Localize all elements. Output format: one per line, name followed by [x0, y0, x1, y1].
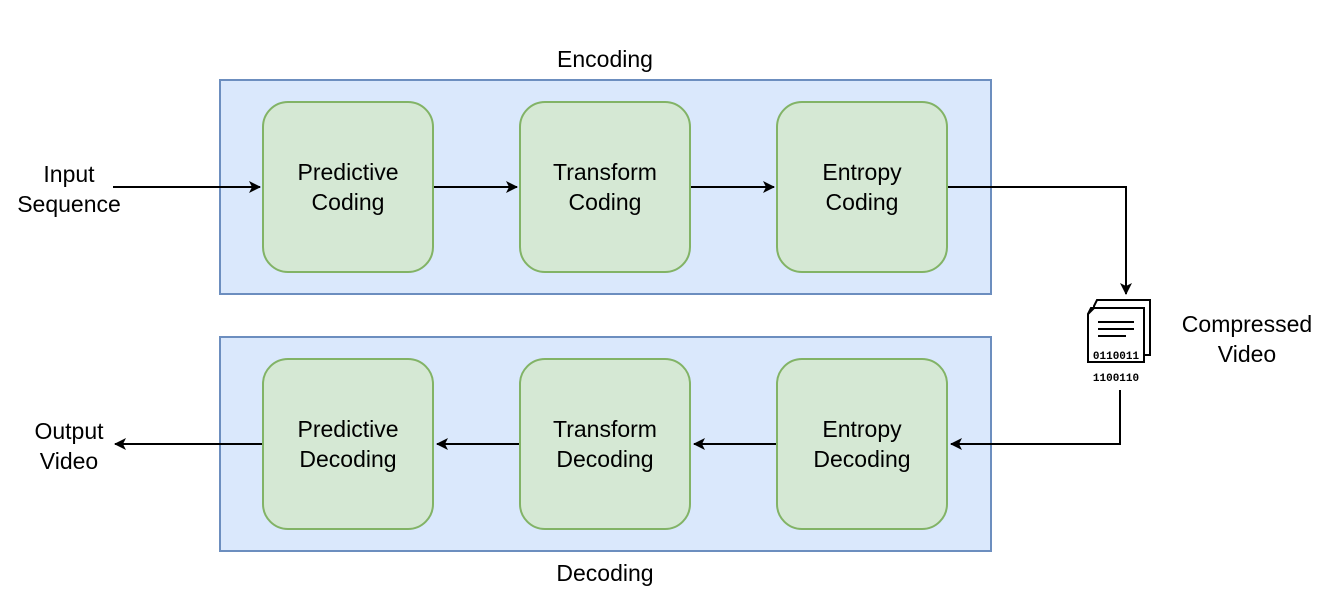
block-label-line1: Transform — [553, 416, 657, 442]
arrow-compressed-to-entropy-decoding — [950, 390, 1121, 450]
block-label-line2: Decoding — [556, 446, 654, 472]
block-label-line1: Entropy — [822, 159, 902, 185]
input-sequence-label: Input Sequence — [4, 159, 134, 219]
block-label-line1: Predictive — [297, 416, 399, 442]
block-label-line2: Coding — [825, 189, 899, 215]
decoding-title: Decoding — [556, 560, 654, 586]
block-label-line1: Entropy — [822, 416, 902, 442]
block-label-line2: Decoding — [299, 446, 397, 472]
bits-line-1: 0110011 — [1093, 351, 1140, 363]
compressed-file-icon: 0110011 1100110 — [1087, 299, 1151, 385]
encoding-title: Encoding — [557, 46, 653, 72]
block-label-line1: Transform — [553, 159, 657, 185]
output-label-line2: Video — [39, 448, 99, 474]
transform-decoding-block: Transform Decoding — [519, 358, 691, 530]
block-label-line2: Coding — [311, 189, 385, 215]
output-video-label: Output Video — [14, 416, 124, 476]
transform-coding-block: Transform Coding — [519, 101, 691, 273]
block-label-line2: Decoding — [813, 446, 911, 472]
compressed-label-line2: Video — [1217, 341, 1277, 367]
predictive-coding-block: Predictive Coding — [262, 101, 434, 273]
output-label-line1: Output — [34, 418, 104, 444]
compressed-video-label: Compressed Video — [1167, 309, 1327, 369]
bits-line-2: 1100110 — [1093, 373, 1139, 385]
input-label-line2: Sequence — [17, 191, 121, 217]
entropy-decoding-block: Entropy Decoding — [776, 358, 948, 530]
block-label-line1: Predictive — [297, 159, 399, 185]
input-label-line1: Input — [43, 161, 95, 187]
entropy-coding-block: Entropy Coding — [776, 101, 948, 273]
predictive-decoding-block: Predictive Decoding — [262, 358, 434, 530]
compressed-label-line1: Compressed — [1181, 311, 1313, 337]
arrow-entropy-to-compressed — [948, 186, 1132, 295]
block-label-line2: Coding — [568, 189, 642, 215]
